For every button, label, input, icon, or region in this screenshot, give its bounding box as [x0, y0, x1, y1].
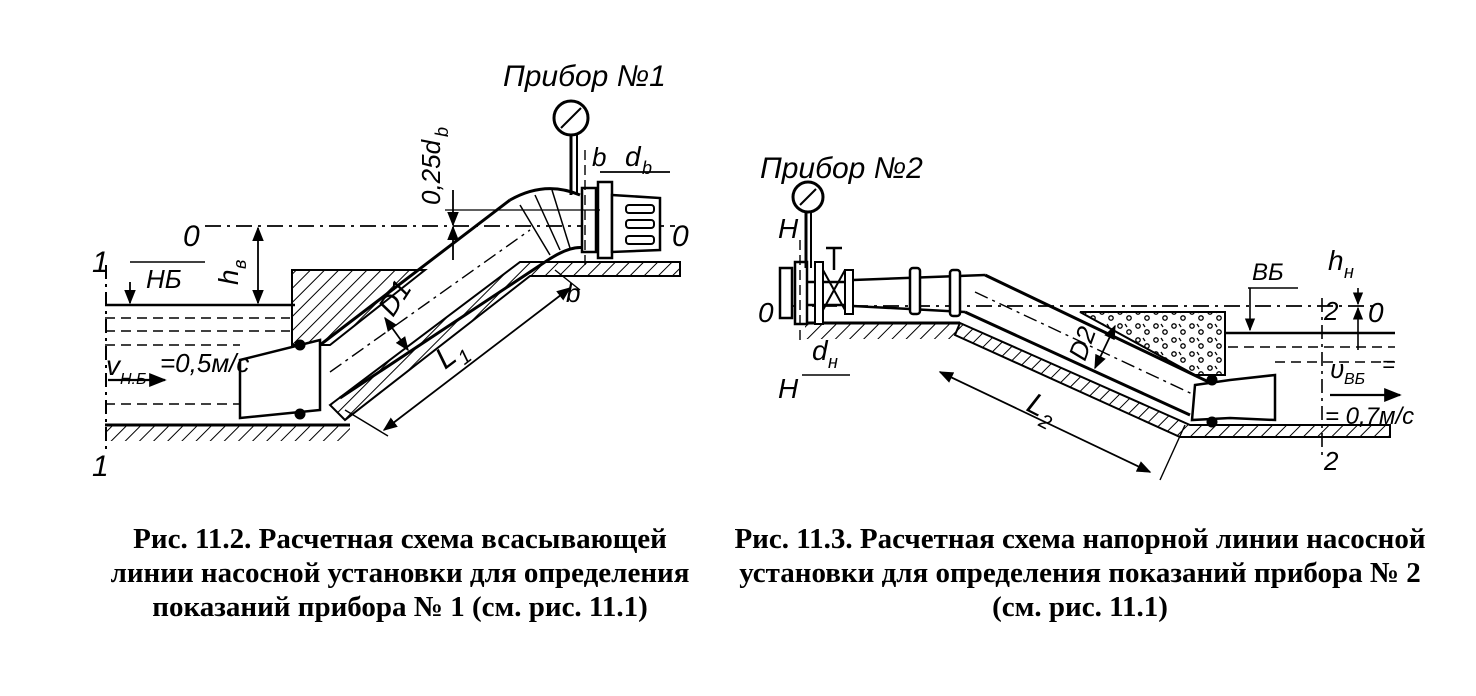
figure-11-3-caption: Рис. 11.3. Расчетная схема напорной лини…	[734, 523, 1426, 623]
d1-dimension	[384, 316, 409, 352]
h-n-sub: н	[1344, 262, 1354, 282]
lower-pool-water	[105, 303, 295, 405]
gauge-2	[791, 180, 825, 268]
level-0-right-label-b: 0	[1368, 297, 1384, 328]
device-1-label: Прибор №1	[503, 60, 666, 93]
pump-outlet-valve	[778, 246, 854, 326]
section-1-bottom-label: 1	[92, 450, 109, 483]
pump-inlet-flange	[580, 180, 662, 260]
svg-text:b: b	[432, 127, 452, 137]
lower-pool-label: НБ	[146, 264, 182, 294]
d-b-sub: b	[642, 158, 652, 178]
suction-line-diagram	[105, 99, 681, 450]
l1-dimension	[382, 287, 572, 431]
d-b-label: d	[625, 141, 642, 172]
velocity-2-sub: ВБ	[1344, 371, 1365, 388]
intake-bellmouth	[238, 338, 322, 420]
discharge-pipe-horizontal	[852, 266, 986, 318]
outlet-diffuser	[1190, 373, 1277, 428]
d-n-sub: н	[828, 352, 838, 372]
svg-text:0,25d: 0,25d	[416, 138, 446, 205]
svg-text:h: h	[213, 269, 244, 285]
ground-left	[805, 321, 1391, 438]
velocity-2-value: = 0,7м/с	[1325, 403, 1414, 430]
device-2-label: Прибор №2	[760, 152, 923, 185]
gauge-1	[552, 99, 590, 195]
upper-pool-water	[1225, 331, 1395, 363]
upper-pool-label: ВБ	[1252, 259, 1284, 286]
figure-11-2-caption: Рис. 11.2. Расчетная схема всасывающей л…	[110, 523, 690, 623]
velocity-1-label: v	[106, 350, 122, 381]
level-0-left-label: 0	[183, 220, 200, 253]
section-1-top-label: 1	[92, 246, 109, 279]
level-0-right-label: 0	[672, 220, 689, 253]
velocity-1-value: =0,5м/с	[160, 348, 249, 378]
h-v-label: h в	[213, 260, 250, 285]
section-b-bottom-label: b	[566, 278, 580, 308]
velocity-2-eq: =	[1382, 352, 1395, 377]
embankment	[291, 261, 681, 422]
gravel-bank	[1079, 311, 1226, 376]
velocity-1-sub: Н.Б	[120, 371, 146, 388]
velocity-2-label: υ	[1330, 354, 1344, 384]
section-b-top-label: b	[592, 142, 606, 172]
h-n-label: h	[1328, 245, 1344, 276]
offset-label: 0,25d b	[416, 127, 452, 205]
d-n-label: d	[812, 335, 829, 366]
riverbed	[105, 423, 350, 441]
l2-dimension	[938, 371, 1152, 473]
h-bottom-label: H	[778, 373, 799, 404]
section-2-top-label: 2	[1323, 296, 1339, 326]
h-top-label: H	[778, 213, 799, 244]
d2-dimension	[1094, 324, 1116, 370]
svg-text:в: в	[230, 260, 250, 269]
discharge-line-diagram	[778, 180, 1402, 481]
level-0-left-label-b: 0	[758, 297, 774, 328]
section-2-bottom-label: 2	[1323, 446, 1339, 476]
